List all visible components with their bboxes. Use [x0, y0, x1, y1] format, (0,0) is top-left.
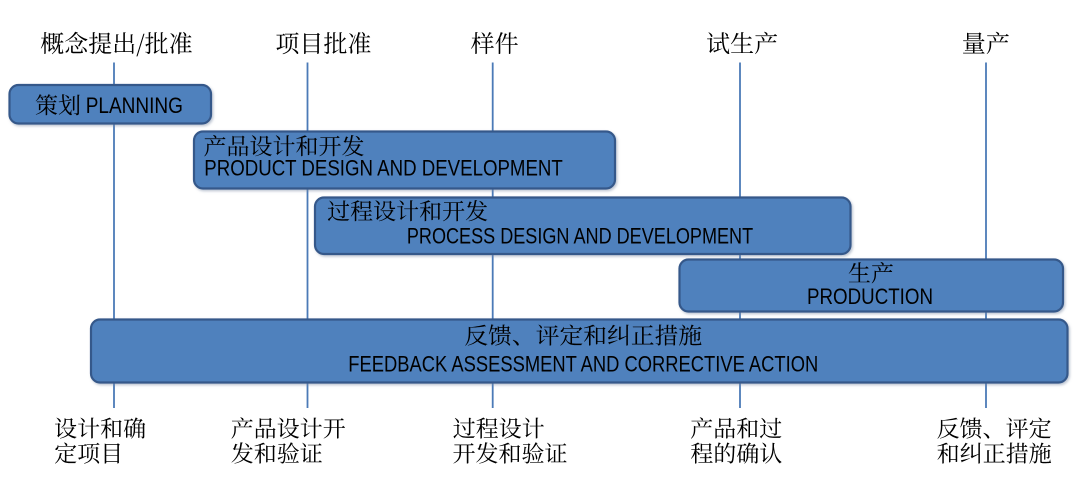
svg-text:PLANNING: PLANNING [86, 93, 183, 118]
svg-text:PROCESS DESIGN AND DEVELOPMENT: PROCESS DESIGN AND DEVELOPMENT [407, 224, 753, 249]
svg-text:FEEDBACK ASSESSMENT AND CORREC: FEEDBACK ASSESSMENT AND CORRECTIVE ACTIO… [348, 351, 818, 376]
svg-text:PRODUCT DESIGN AND DEVELOPMENT: PRODUCT DESIGN AND DEVELOPMENT [204, 156, 563, 181]
svg-text:PRODUCTION: PRODUCTION [807, 284, 933, 309]
